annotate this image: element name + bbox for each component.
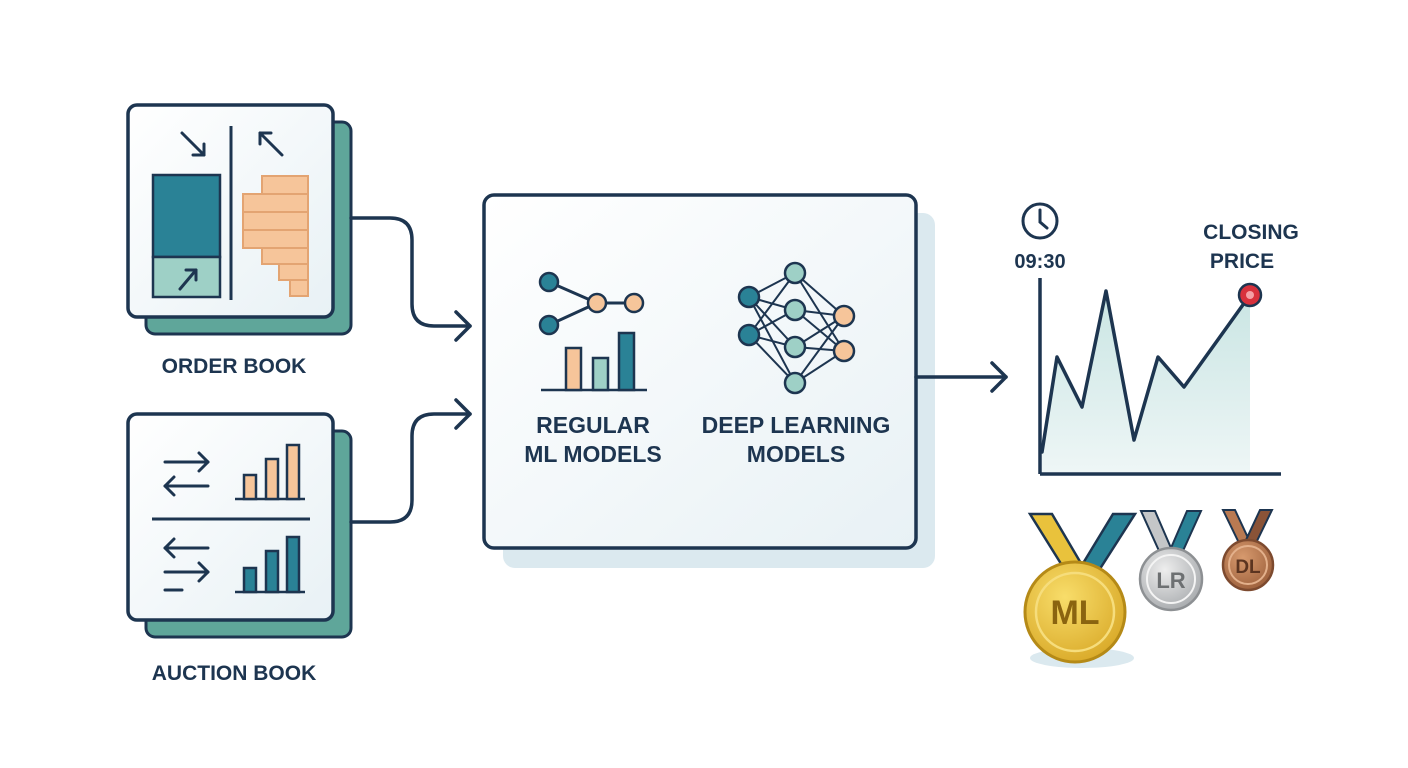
neural-network-icon: [737, 261, 856, 395]
auction-book-label: AUCTION BOOK: [152, 662, 317, 685]
graph-network-icon: [538, 271, 645, 336]
models-panel: REGULAR ML MODELS DEEP LEARNING: [482, 193, 935, 568]
bid-depth-lower: [151, 255, 222, 299]
price-line: [1040, 289, 1252, 454]
regular-ml-label-line2: ML MODELS: [524, 441, 662, 467]
regular-ml-label-line1: REGULAR: [536, 412, 650, 438]
gold-medal: ML: [1023, 512, 1138, 668]
connector-auction-to-models: [349, 398, 472, 524]
swap-arrows-icon: [163, 537, 210, 592]
closing-price-label-line1: CLOSING: [1203, 221, 1299, 244]
clock-icon: [1021, 202, 1059, 240]
ask-depth-stairs: [242, 175, 309, 297]
bronze-medal-label: DL: [1235, 557, 1261, 578]
panel-face: [482, 193, 918, 550]
closing-price-label-line2: PRICE: [1210, 250, 1274, 273]
bid-depth-block: [151, 173, 222, 259]
price-area: [1042, 291, 1250, 472]
deep-learning-label-line2: MODELS: [747, 441, 845, 467]
card-face: [126, 412, 335, 622]
arrow-up-left-icon: [258, 131, 284, 157]
gold-medal-label: ML: [1050, 594, 1099, 632]
connector-order-to-models: [349, 216, 472, 342]
bar-chart-icon: [235, 443, 305, 501]
bar-chart-icon: [235, 535, 305, 594]
auction-book-card: [126, 412, 353, 639]
order-book-card: [126, 103, 353, 336]
time-label: 09:30: [1014, 251, 1065, 273]
closing-price-chart: 09:30 CLOSING PRICE: [1014, 202, 1299, 476]
connector-models-to-output: [914, 361, 1008, 393]
arrow-up-right-icon: [178, 268, 198, 291]
arrow-down-right-icon: [180, 131, 206, 157]
silver-medal-label: LR: [1156, 568, 1185, 593]
bar-chart-icon: [541, 331, 647, 392]
closing-price-marker-highlight: [1246, 291, 1254, 299]
swap-arrows-icon: [163, 451, 210, 497]
silver-medal: LR: [1138, 510, 1204, 612]
order-book-label: ORDER BOOK: [162, 355, 307, 378]
bronze-medal: DL: [1221, 509, 1275, 592]
deep-learning-label-line1: DEEP LEARNING: [702, 412, 891, 438]
